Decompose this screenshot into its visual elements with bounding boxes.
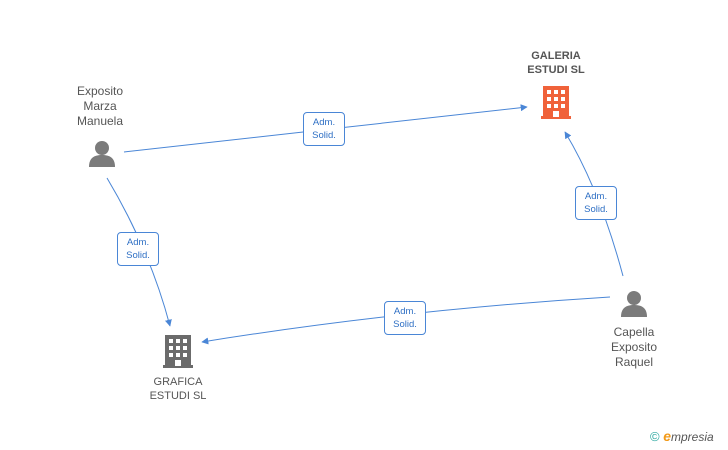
building-icon[interactable] [541, 86, 571, 119]
company-label-grafica[interactable]: GRAFICA ESTUDI SL [149, 376, 207, 402]
edge-label-exposito-grafica[interactable]: Adm. Solid. [117, 232, 159, 266]
edge-label-capella-galeria[interactable]: Adm. Solid. [575, 186, 617, 220]
company-label-galeria[interactable]: GALERIA ESTUDI SL [527, 50, 585, 76]
edge-label-exposito-galeria[interactable]: Adm. Solid. [303, 112, 345, 146]
person-icon[interactable] [89, 141, 115, 167]
empresia-watermark: © empresia [650, 428, 714, 444]
edge-label-capella-grafica[interactable]: Adm. Solid. [384, 301, 426, 335]
empresia-logo: empresia [663, 428, 714, 444]
person-label-capella[interactable]: Capella Exposito Raquel [610, 325, 658, 369]
person-icon[interactable] [621, 291, 647, 317]
copyright-symbol: © [650, 429, 660, 444]
building-icon[interactable] [163, 335, 193, 368]
person-label-exposito-marza[interactable]: Exposito Marza Manuela [76, 84, 124, 128]
